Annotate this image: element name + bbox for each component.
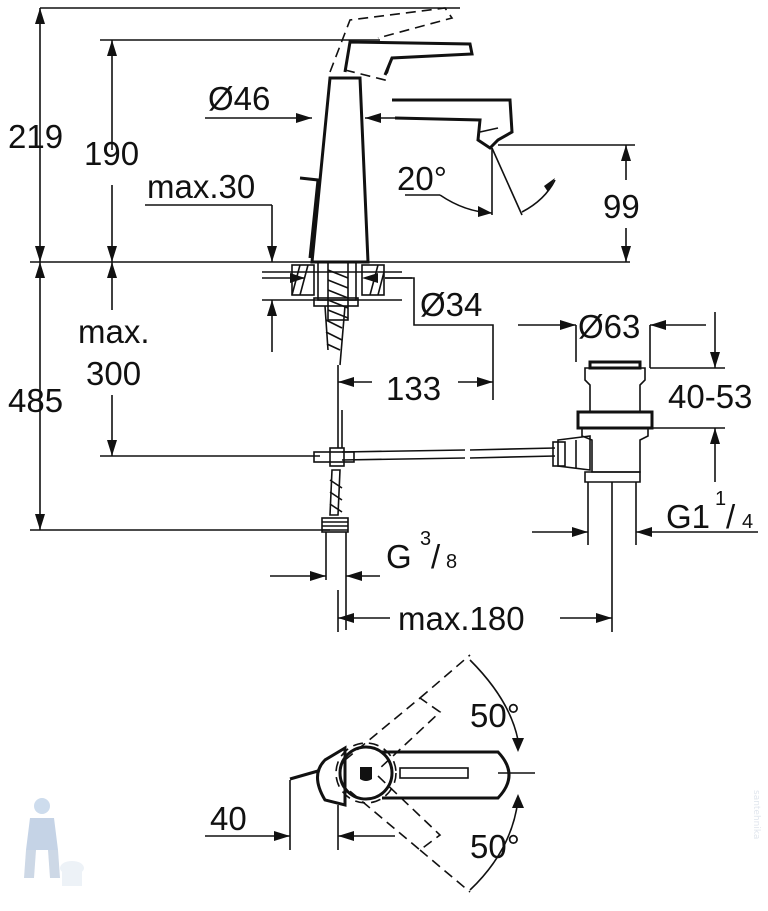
- supply-and-drain: [270, 312, 758, 632]
- outlet-height-label: 99: [603, 188, 640, 225]
- supply-length-label-2: 300: [86, 355, 141, 392]
- lever-rotation-bottom-label: 50°: [470, 828, 520, 865]
- supply-length-label-1: max.: [78, 313, 150, 350]
- total-height-top-label: 219: [8, 118, 63, 155]
- drain-thread-denominator: 4: [742, 511, 753, 533]
- dimension-labels: 219 190 Ø46 max.30 20° 99 Ø34 Ø63 max. 3…: [8, 80, 753, 865]
- left-dimension-lines: [30, 7, 630, 531]
- supply-thread-slash: /: [431, 538, 441, 575]
- drain-offset-label: max.180: [398, 600, 525, 637]
- supply-thread-denominator: 8: [446, 551, 457, 573]
- supply-thread-label: G: [386, 538, 412, 575]
- drain-diameter-label: Ø63: [578, 308, 640, 345]
- lever-rotation-top-label: 50°: [470, 697, 520, 734]
- faucet-side-view: [145, 7, 635, 410]
- deck-thickness-label: max.30: [147, 168, 255, 205]
- drain-thread-label: G1: [666, 498, 710, 535]
- spout-diameter-label: Ø46: [208, 80, 270, 117]
- lever-offset-label: 40: [210, 800, 247, 837]
- plumber-mascot-logo: santehnika: [24, 790, 761, 886]
- supply-thread-numerator: 3: [420, 528, 431, 550]
- total-height-bottom-label: 485: [8, 382, 63, 419]
- drain-range-label: 40-53: [668, 378, 752, 415]
- drain-thread-numerator: 1: [715, 488, 726, 510]
- watermark-text: santehnika: [751, 790, 761, 839]
- hole-diameter-label: Ø34: [420, 286, 482, 323]
- drain-thread-slash: /: [726, 498, 736, 535]
- spray-angle-label: 20°: [397, 160, 447, 197]
- spout-height-label: 190: [84, 135, 139, 172]
- faucet-top-view: [205, 654, 535, 893]
- reach-label: 133: [386, 370, 441, 407]
